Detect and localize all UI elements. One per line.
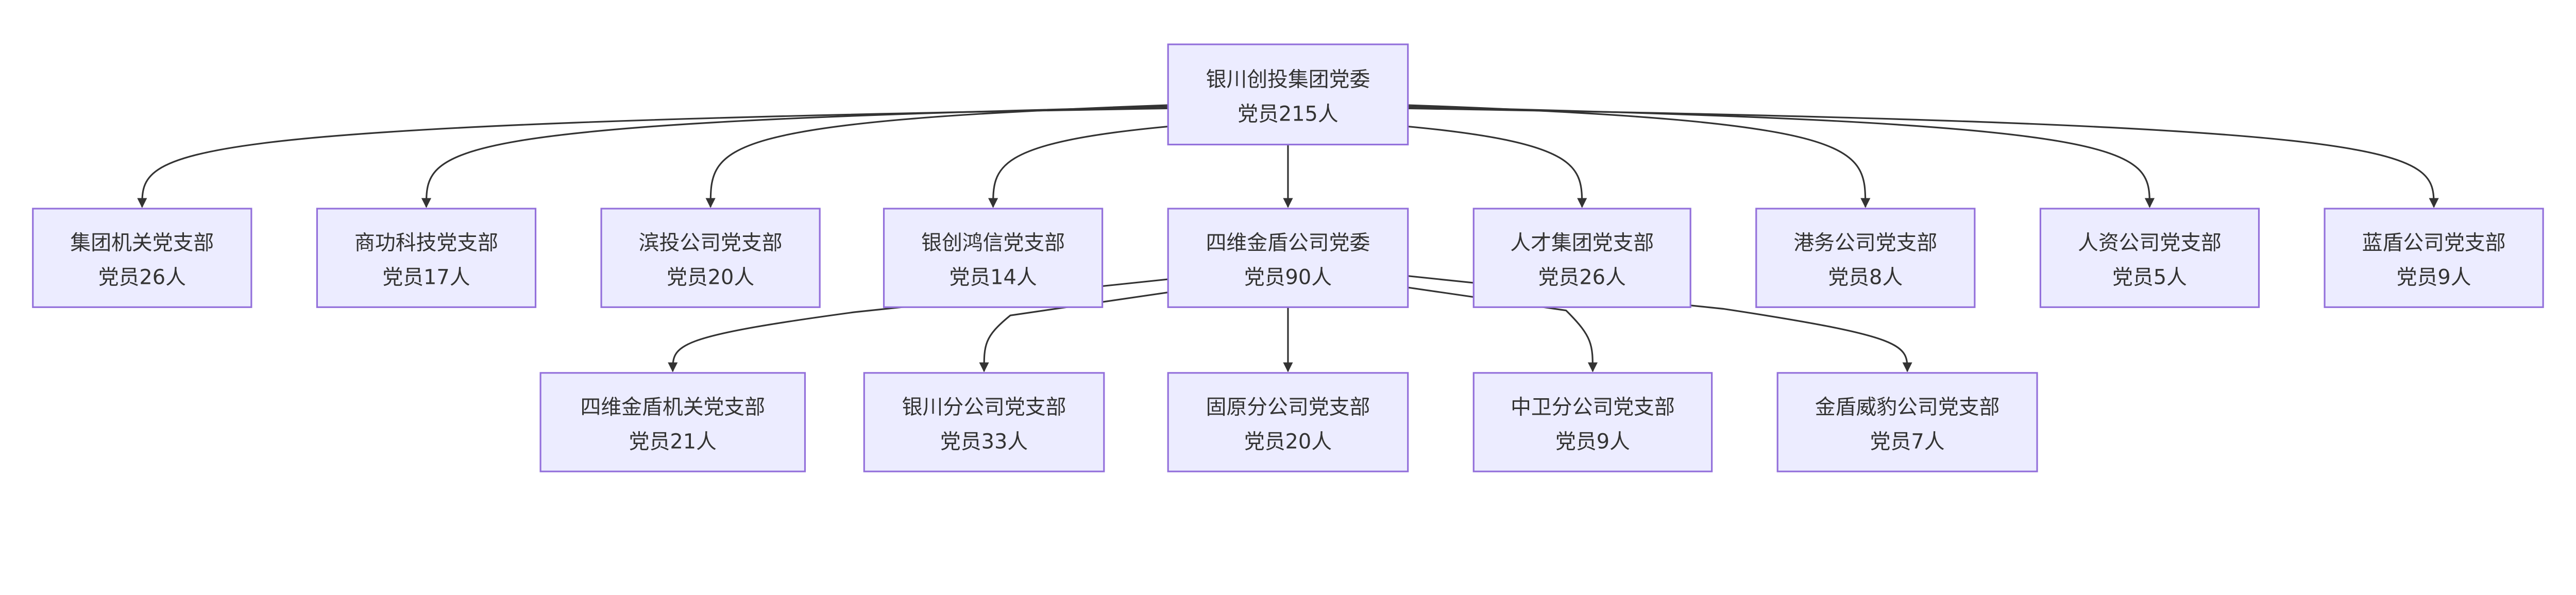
node-members: 党员20人 (667, 266, 754, 290)
node-box (1472, 208, 1691, 308)
node-title: 商功科技党支部 (354, 231, 498, 255)
node-members: 党员26人 (98, 266, 186, 290)
connector-edge (705, 104, 1168, 208)
connector-edge (1408, 106, 2155, 208)
node-members: 党员21人 (629, 430, 717, 454)
connector-edge (137, 107, 1168, 208)
node-title: 固原分公司党支部 (1206, 396, 1370, 419)
node-title: 金盾威豹公司党支部 (1815, 396, 2000, 419)
node-title: 人才集团党支部 (1510, 231, 1654, 255)
connector-edge (1408, 107, 2439, 208)
connector-edge (1408, 286, 1598, 372)
node-title: 银川创投集团党委 (1206, 67, 1370, 91)
edges-layer (137, 104, 2439, 372)
node-title: 集团机关党支部 (70, 231, 214, 255)
node-title: 银创鸿信党支部 (921, 231, 1065, 255)
node-box (2324, 208, 2544, 308)
node-members: 党员7人 (1870, 430, 1945, 454)
connector-edge (668, 278, 1168, 372)
node-title: 中卫分公司党支部 (1511, 396, 1675, 419)
node-box (1167, 43, 1409, 146)
node-members: 党员9人 (2397, 266, 2471, 290)
node-box (1167, 372, 1409, 472)
node-members: 党员215人 (1238, 102, 1338, 126)
node-box (32, 208, 252, 308)
node-box (1776, 372, 2038, 472)
org-chart: 银川创投集团党委党员215人集团机关党支部党员26人商功科技党支部党员17人滨投… (32, 43, 2544, 472)
node-title: 蓝盾公司党支部 (2362, 231, 2506, 255)
node-title: 银川分公司党支部 (902, 396, 1066, 419)
node-title: 港务公司党支部 (1793, 231, 1937, 255)
node-members: 党员26人 (1538, 266, 1626, 290)
node-members: 党员5人 (2112, 266, 2187, 290)
node-members: 党员17人 (382, 266, 470, 290)
node-box (883, 208, 1104, 308)
node-members: 党员14人 (949, 266, 1037, 290)
node-box (863, 372, 1105, 472)
node-box (539, 372, 806, 472)
node-box (2039, 208, 2260, 308)
connector-edge (988, 125, 1168, 208)
connector-edge (1408, 125, 1587, 208)
node-box (1167, 208, 1409, 308)
connector-edge (979, 292, 1168, 372)
connector-edge (1408, 104, 1871, 208)
node-title: 滨投公司党支部 (639, 231, 783, 255)
node-title: 四维金盾公司党委 (1206, 231, 1370, 255)
node-title: 四维金盾机关党支部 (580, 396, 765, 419)
node-members: 党员20人 (1244, 430, 1332, 454)
node-box (316, 208, 537, 308)
node-members: 党员9人 (1555, 430, 1630, 454)
connector-edge (421, 106, 1168, 208)
node-members: 党员33人 (940, 430, 1028, 454)
nodes-layer: 银川创投集团党委党员215人集团机关党支部党员26人商功科技党支部党员17人滨投… (32, 43, 2544, 472)
node-title: 人资公司党支部 (2078, 231, 2222, 255)
connector-edge (1408, 275, 1912, 372)
node-box (600, 208, 821, 308)
node-box (1755, 208, 1976, 308)
node-members: 党员8人 (1828, 266, 1903, 290)
node-members: 党员90人 (1244, 266, 1332, 290)
node-box (1472, 372, 1713, 472)
